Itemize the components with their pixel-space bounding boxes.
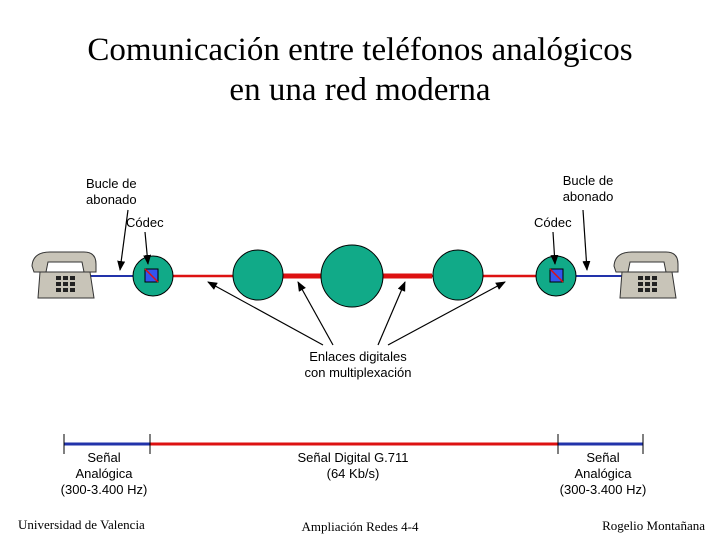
arrow-link-4: [387, 281, 506, 346]
arrow-link-3: [377, 281, 406, 346]
footer-course: Ampliación Redes 4-4: [301, 519, 419, 534]
codec-label-right: Códec: [534, 215, 572, 230]
signal-bar-ticks: [63, 434, 644, 454]
telephone-icon-right: [613, 251, 679, 299]
switch-node-2: [320, 244, 384, 308]
switch-node-1: [232, 249, 284, 301]
codec-node-left: [132, 255, 174, 297]
links-line-2: con multiplexación: [304, 365, 412, 380]
signal-left-line-1: Señal: [87, 450, 121, 465]
title-line-2: en una red moderna: [229, 72, 491, 108]
footer-university: Universidad de Valencia: [18, 517, 145, 532]
arrow-codec-right: [550, 231, 559, 265]
signal-right-line-1: Señal: [586, 450, 620, 465]
digital-links-label: Enlaces digitales con multiplexación: [258, 349, 458, 381]
subscriber-loop-label-left: Bucle de abonado: [86, 176, 137, 208]
loop-left-line-1: Bucle de: [86, 176, 137, 191]
signal-left-line-2: Analógica: [75, 466, 133, 481]
signal-left-line-3: (300-3.400 Hz): [60, 482, 148, 497]
signal-label-right: Señal Analógica (300-3.400 Hz): [543, 450, 663, 498]
loop-right-line-2: abonado: [562, 189, 614, 204]
codec-label-left: Códec: [126, 215, 164, 230]
arrow-link-1: [207, 281, 324, 346]
signal-right-line-2: Analógica: [574, 466, 632, 481]
title-line-1: Comunicación entre teléfonos analógicos: [87, 32, 633, 68]
subscriber-loop-label-right: Bucle de abonado: [548, 173, 628, 205]
signal-center-line-2: (64 Kb/s): [326, 466, 380, 481]
arrow-link-2: [297, 281, 334, 346]
telephone-icon-left: [31, 251, 97, 299]
arrow-codec-left: [143, 231, 152, 265]
arrow-loop-left: [117, 209, 129, 271]
loop-left-line-2: abonado: [86, 192, 137, 207]
signal-center-line-1: Señal Digital G.711: [297, 450, 409, 465]
arrow-loop-right: [582, 209, 591, 271]
loop-right-line-1: Bucle de: [562, 173, 614, 188]
links-line-1: Enlaces digitales: [309, 349, 407, 364]
signal-right-line-3: (300-3.400 Hz): [559, 482, 647, 497]
signal-label-left: Señal Analógica (300-3.400 Hz): [44, 450, 164, 498]
signal-label-center: Señal Digital G.711 (64 Kb/s): [253, 450, 453, 482]
footer-author: Rogelio Montañana: [602, 518, 705, 533]
switch-node-3: [432, 249, 484, 301]
slide-title: Comunicación entre teléfonos analógicos …: [0, 30, 720, 110]
codec-node-right: [535, 255, 577, 297]
